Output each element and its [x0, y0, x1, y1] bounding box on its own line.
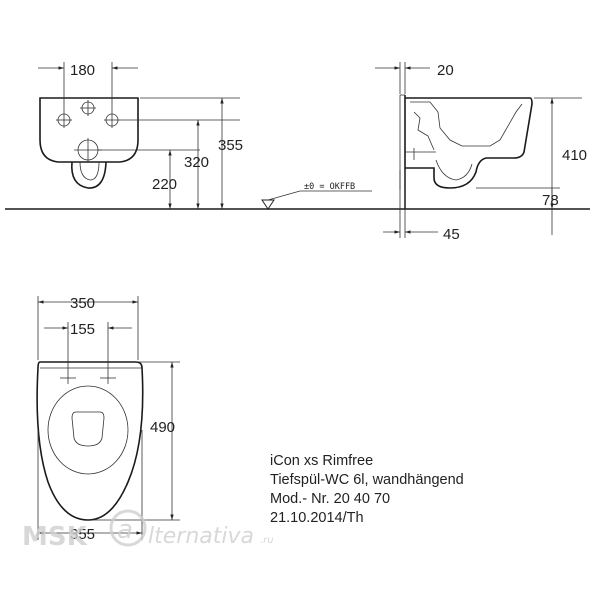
dim-78: 78: [542, 192, 559, 209]
watermark-domain: .ru: [260, 535, 274, 546]
watermark-suffix: lternativa: [148, 524, 254, 549]
side-view: 20 410 78 45: [375, 62, 587, 243]
dim-320: 320: [184, 154, 209, 171]
dim-350: 350: [70, 295, 95, 312]
dim-490: 490: [150, 419, 175, 436]
product-date: 21.10.2014/Th: [270, 510, 364, 526]
dim-220: 220: [152, 176, 177, 193]
side-bowl-outline: [405, 97, 533, 189]
dim-20: 20: [437, 62, 454, 79]
watermark-logo-icon: a: [109, 509, 147, 547]
watermark-prefix: MSK: [22, 522, 88, 552]
product-info: iCon xs Rimfree Tiefspül-WC 6l, wandhäng…: [270, 452, 464, 528]
plan-bowl-outline: [36, 361, 144, 521]
dim-355-bottom: 355: [70, 526, 95, 543]
floor-note: ±0 = OKFFB: [304, 182, 355, 192]
dim-355: 355: [218, 137, 243, 154]
front-view: 180 355 320 220: [38, 62, 243, 209]
plan-seat-opening: [47, 385, 129, 475]
svg-text:a: a: [117, 515, 133, 545]
dim-45: 45: [443, 226, 460, 243]
dim-155: 155: [70, 321, 95, 338]
product-model: Mod.- Nr. 20 40 70: [270, 491, 391, 507]
floor-reference: ±0 = OKFFB: [261, 182, 372, 210]
product-description: Tiefspül-WC 6l, wandhängend: [270, 472, 464, 488]
plan-mounting-holes: [60, 372, 116, 384]
product-name: iCon xs Rimfree: [270, 453, 374, 469]
watermark: MSK a lternativa .ru: [22, 509, 274, 552]
front-mounting-holes: [56, 100, 120, 162]
plan-view: 350 155 490 355: [36, 295, 180, 543]
front-bowl-outline: [39, 97, 139, 163]
front-trap: [71, 161, 107, 189]
dim-180: 180: [70, 62, 95, 79]
dim-410: 410: [562, 147, 587, 164]
